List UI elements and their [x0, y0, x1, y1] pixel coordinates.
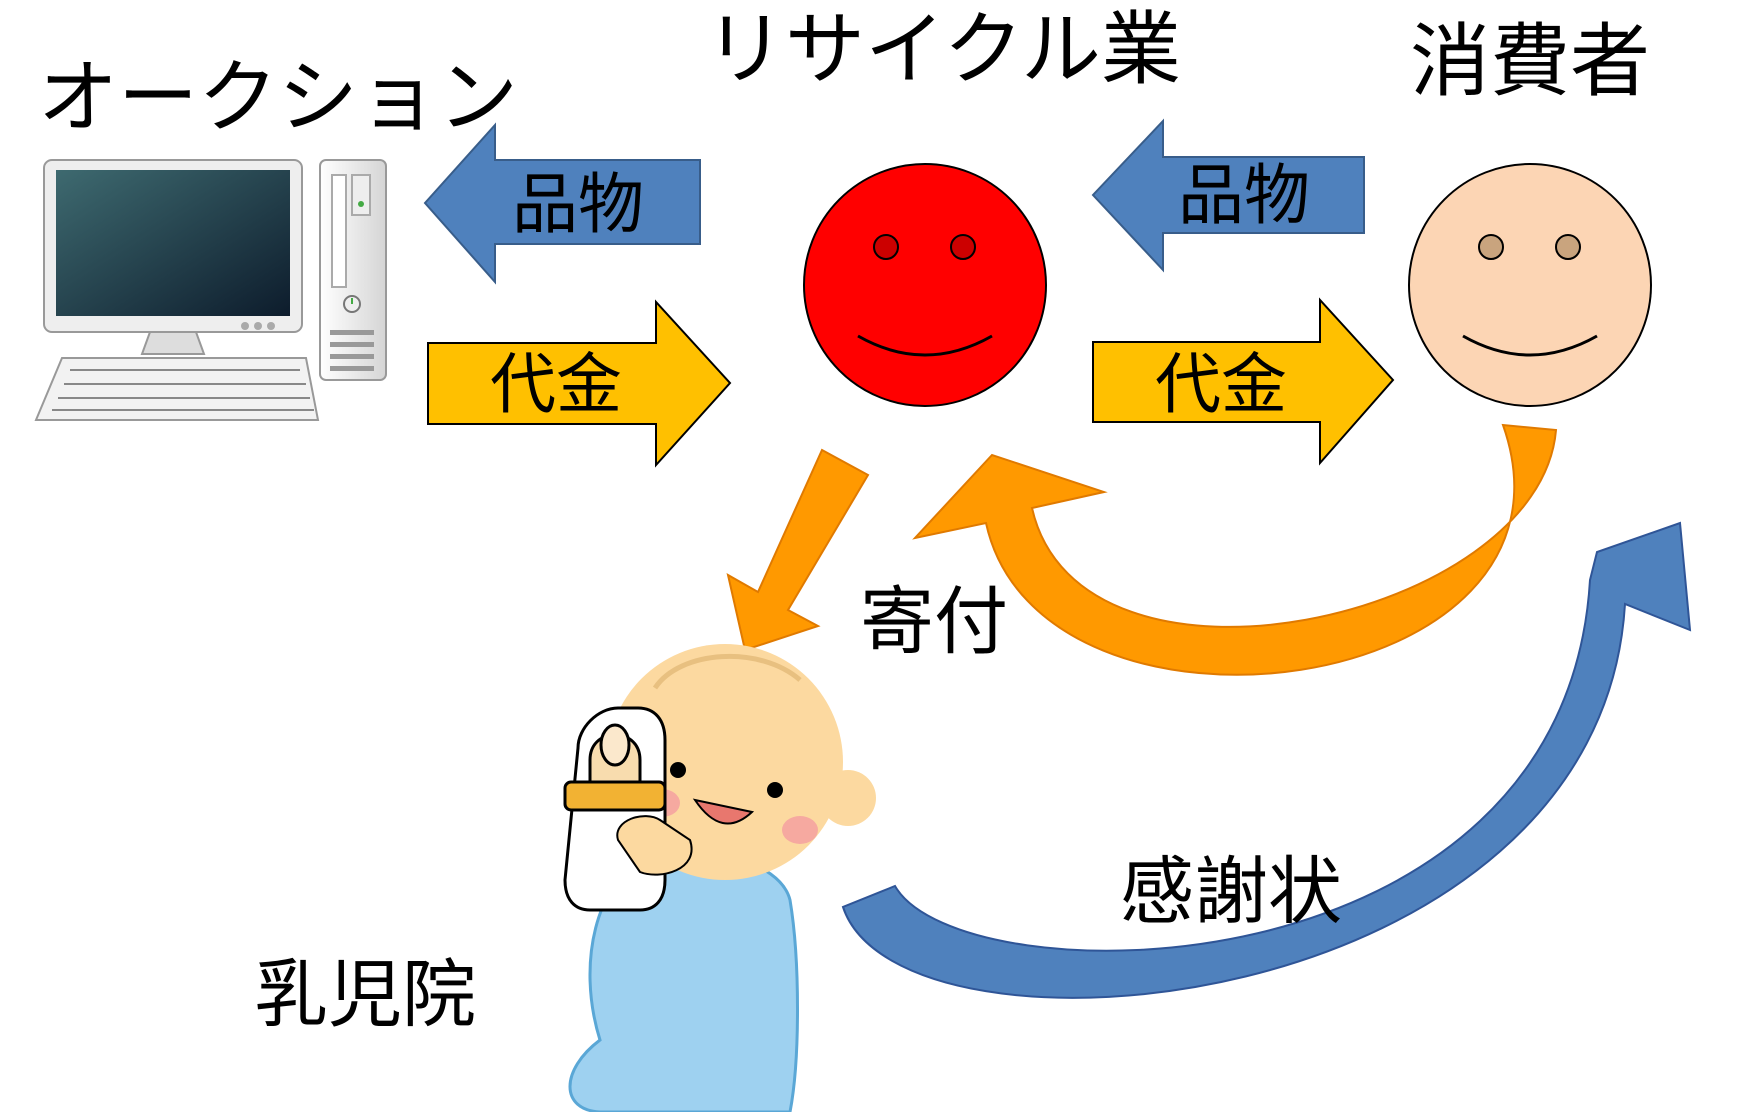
donation-arrow [726, 448, 870, 652]
consumer-smiley-icon [1408, 163, 1652, 407]
recycler-label: リサイクル業 [705, 3, 1181, 96]
consumer-label: 消費者 [1410, 15, 1650, 108]
money-left-label: 代金 [490, 346, 622, 423]
money-right-label: 代金 [1155, 346, 1287, 423]
auction-label: オークション [38, 51, 518, 144]
goods-left-label: 品物 [512, 166, 644, 243]
goods-right-label: 品物 [1178, 157, 1310, 234]
goods-arrow-right [1091, 118, 1365, 273]
thanks-arrow [841, 521, 1692, 999]
desktop-computer-icon [34, 159, 387, 421]
recycler-smiley-icon [803, 163, 1047, 407]
thanks-label: 感謝状 [1120, 849, 1342, 935]
donation-label: 寄付 [860, 579, 1008, 665]
baby-with-bottle-icon [563, 644, 876, 1114]
money-arrow-right [1092, 297, 1395, 466]
orphanage-label: 乳児院 [254, 952, 476, 1038]
purchase-return-arrow [912, 423, 1558, 676]
money-arrow-left [427, 299, 732, 468]
goods-arrow-left [423, 122, 701, 285]
